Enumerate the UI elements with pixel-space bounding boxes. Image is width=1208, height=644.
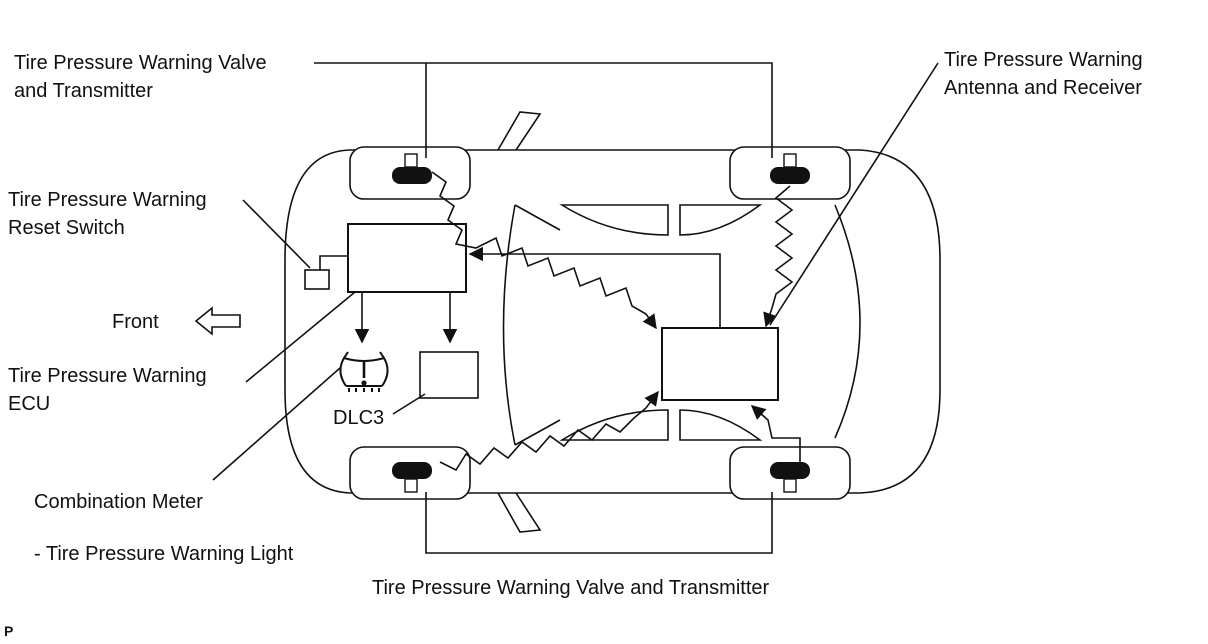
valve-transmitters — [392, 153, 810, 493]
ecu-leader — [245, 291, 356, 383]
cabin-outline — [502, 204, 516, 446]
valve-top-leader — [314, 62, 773, 158]
car-body — [284, 111, 941, 533]
valve-transmitter-top-label: Tire Pressure Warning Valve and Transmit… — [14, 52, 267, 102]
valve-transmitter-icon — [392, 153, 432, 184]
ecu-box — [347, 223, 467, 293]
rf-signal-rear-left — [763, 185, 794, 328]
arrow-left-outline-icon — [194, 306, 241, 336]
antenna-leader — [769, 62, 939, 326]
right-mirror — [497, 492, 542, 533]
reset-switch-leader — [242, 199, 311, 269]
corner-mark: P — [4, 623, 14, 639]
warning-light-label: - Tire Pressure Warning Light — [34, 543, 294, 565]
windshield-rear-top — [679, 204, 763, 236]
dlc3-box — [419, 351, 479, 399]
dlc3-label: DLC3 — [333, 407, 385, 429]
windshield-rear-bottom — [679, 409, 763, 441]
components — [304, 223, 779, 401]
rf-signal-front-left — [431, 171, 657, 330]
reset-switch-label: Tire Pressure Warning Reset Switch — [8, 189, 207, 239]
rf-signal-rear-right — [750, 405, 801, 462]
meter-leader — [212, 367, 341, 481]
valve-bottom-leader — [425, 492, 773, 554]
wheels — [349, 146, 851, 500]
antenna-receiver-label: Tire Pressure Warning Antenna and Receiv… — [944, 49, 1143, 99]
valve-transmitter-bottom-label: Tire Pressure Warning Valve and Transmit… — [372, 577, 770, 599]
car-outline — [284, 149, 941, 494]
valve-transmitter-icon — [770, 462, 810, 493]
rf-signal-front-right — [439, 390, 659, 472]
combination-meter-label: Combination Meter — [34, 491, 203, 513]
valve-transmitter-icon — [392, 462, 432, 493]
wiring — [212, 62, 939, 554]
receiver-box — [661, 327, 779, 401]
reset-switch-box — [304, 269, 330, 290]
left-mirror — [497, 111, 542, 151]
front-label: Front — [112, 311, 159, 333]
rear-window — [834, 204, 861, 439]
tire-pressure-warning-icon — [339, 351, 389, 392]
valve-transmitter-icon — [770, 153, 810, 184]
windshield-front-top — [559, 204, 669, 236]
ecu-label: Tire Pressure Warning ECU — [8, 365, 207, 415]
windshield-front-bottom — [559, 409, 669, 441]
dlc3-leader — [392, 393, 426, 415]
